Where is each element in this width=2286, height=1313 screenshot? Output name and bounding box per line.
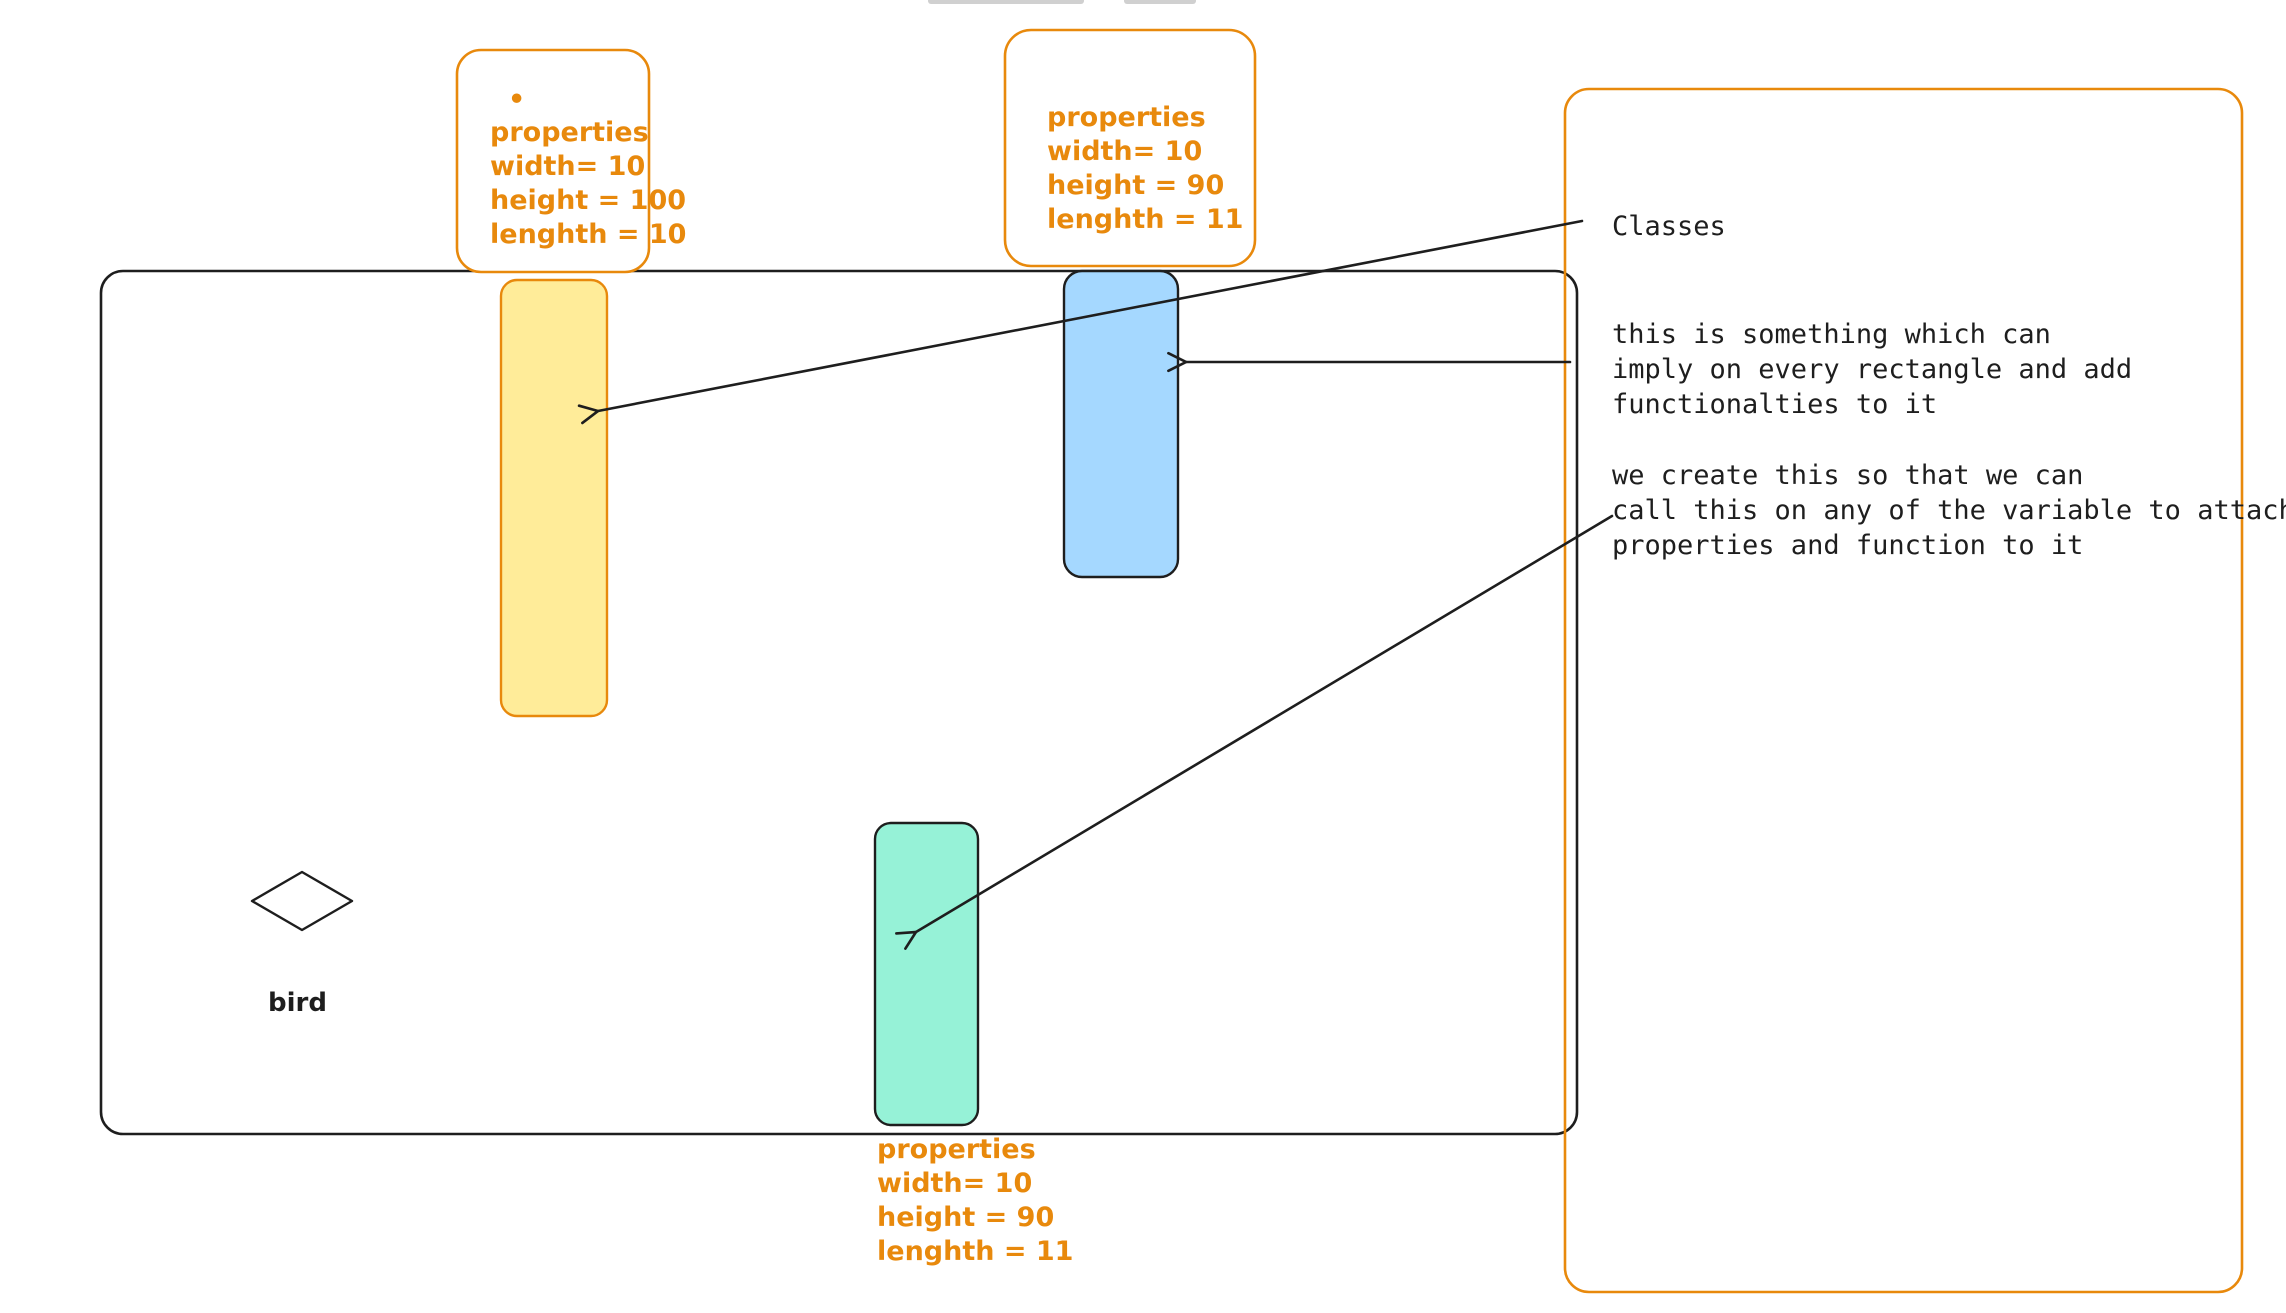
toolbar-hint-left <box>928 0 1084 4</box>
yellow-rectangle[interactable] <box>499 278 609 718</box>
notes-p2-line-1: we create this so that we can <box>1612 460 2083 491</box>
card-1-line-3: height = 100 <box>490 185 686 216</box>
card-3-line-2: width= 10 <box>877 1168 1032 1199</box>
properties-card-3-text: properties width= 10 height = 90 lenghth… <box>877 1134 1073 1267</box>
diamond-icon[interactable] <box>250 870 354 932</box>
card-1-line-4: lenghth = 10 <box>490 219 686 250</box>
notes-panel[interactable] <box>1563 87 2244 1294</box>
properties-card-1-text: • properties width= 10 height = 100 leng… <box>490 84 686 250</box>
notes-p2-line-2: call this on any of the variable to atta… <box>1612 495 2286 526</box>
card-1-bullet: • <box>508 84 525 115</box>
notes-paragraph-1: this is something which can imply on eve… <box>1612 319 2132 420</box>
card-3-line-3: height = 90 <box>877 1202 1054 1233</box>
card-2-line-3: height = 90 <box>1047 170 1224 201</box>
arrow-to-teal[interactable] <box>916 514 1614 932</box>
notes-paragraph-2: we create this so that we can call this … <box>1612 460 2286 561</box>
blue-rectangle[interactable] <box>1062 269 1180 579</box>
notes-title: Classes <box>1612 211 1726 242</box>
notes-p1-line-3: functionalties to it <box>1612 389 1937 420</box>
card-1-line-1: properties <box>490 117 649 148</box>
toolbar-hint-right <box>1124 0 1196 4</box>
properties-card-2-text: properties width= 10 height = 90 lenghth… <box>1047 102 1243 235</box>
properties-card-1[interactable] <box>455 48 651 274</box>
notes-p2-line-3: properties and function to it <box>1612 530 2083 561</box>
card-3-line-4: lenghth = 11 <box>877 1236 1073 1267</box>
notes-p1-line-2: imply on every rectangle and add <box>1612 354 2132 385</box>
card-1-line-2: width= 10 <box>490 151 645 182</box>
card-3-line-1: properties <box>877 1134 1036 1165</box>
teal-rectangle[interactable] <box>873 821 980 1127</box>
properties-card-2[interactable] <box>1003 28 1257 268</box>
arrow-to-yellow[interactable] <box>598 219 1584 411</box>
bird-label: bird <box>268 988 327 1018</box>
notes-p1-line-1: this is something which can <box>1612 319 2051 350</box>
card-2-line-1: properties <box>1047 102 1206 133</box>
card-2-line-2: width= 10 <box>1047 136 1202 167</box>
card-2-line-4: lenghth = 11 <box>1047 204 1243 235</box>
main-frame[interactable] <box>99 269 1579 1136</box>
